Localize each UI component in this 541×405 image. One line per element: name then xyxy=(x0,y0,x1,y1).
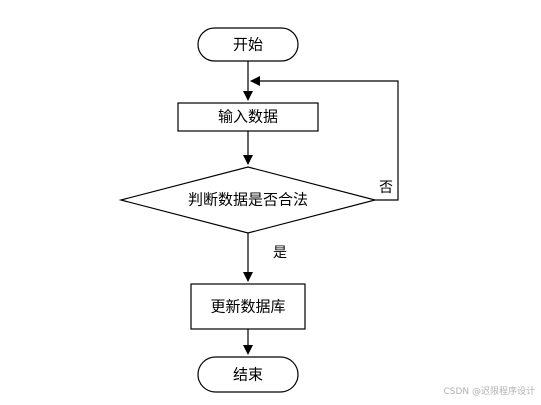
start-node: 开始 xyxy=(197,27,299,62)
watermark: CSDN @迟限程序设计 xyxy=(443,387,535,397)
decision-node: 判断数据是否合法 xyxy=(118,166,378,234)
edge-label-no: 否 xyxy=(379,180,393,196)
arrow-no-loop xyxy=(250,76,399,201)
decision-label: 判断数据是否合法 xyxy=(188,191,308,209)
end-label: 结束 xyxy=(233,366,263,384)
start-label: 开始 xyxy=(233,36,263,54)
input-label: 输入数据 xyxy=(218,108,278,126)
input-node: 输入数据 xyxy=(177,102,319,132)
edge-label-yes: 是 xyxy=(273,245,287,261)
update-label: 更新数据库 xyxy=(210,298,285,316)
end-node: 结束 xyxy=(197,356,299,393)
update-node: 更新数据库 xyxy=(190,283,306,330)
